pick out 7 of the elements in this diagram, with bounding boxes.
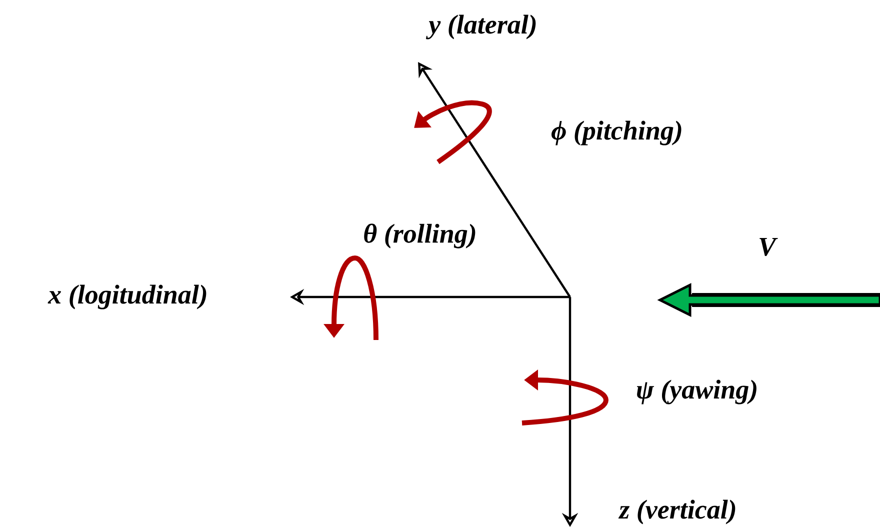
angle-label: ψ (yawing) xyxy=(636,380,756,404)
axis-label: y (lateral) xyxy=(426,14,536,40)
angle-label: ϕ (pitching) xyxy=(552,120,682,146)
axis-label: x (logitudinal) xyxy=(48,284,206,310)
angle-label: θ (rolling) xyxy=(364,224,476,248)
velocity-label: V xyxy=(760,238,778,256)
axis-label: z (vertical) xyxy=(618,500,736,524)
